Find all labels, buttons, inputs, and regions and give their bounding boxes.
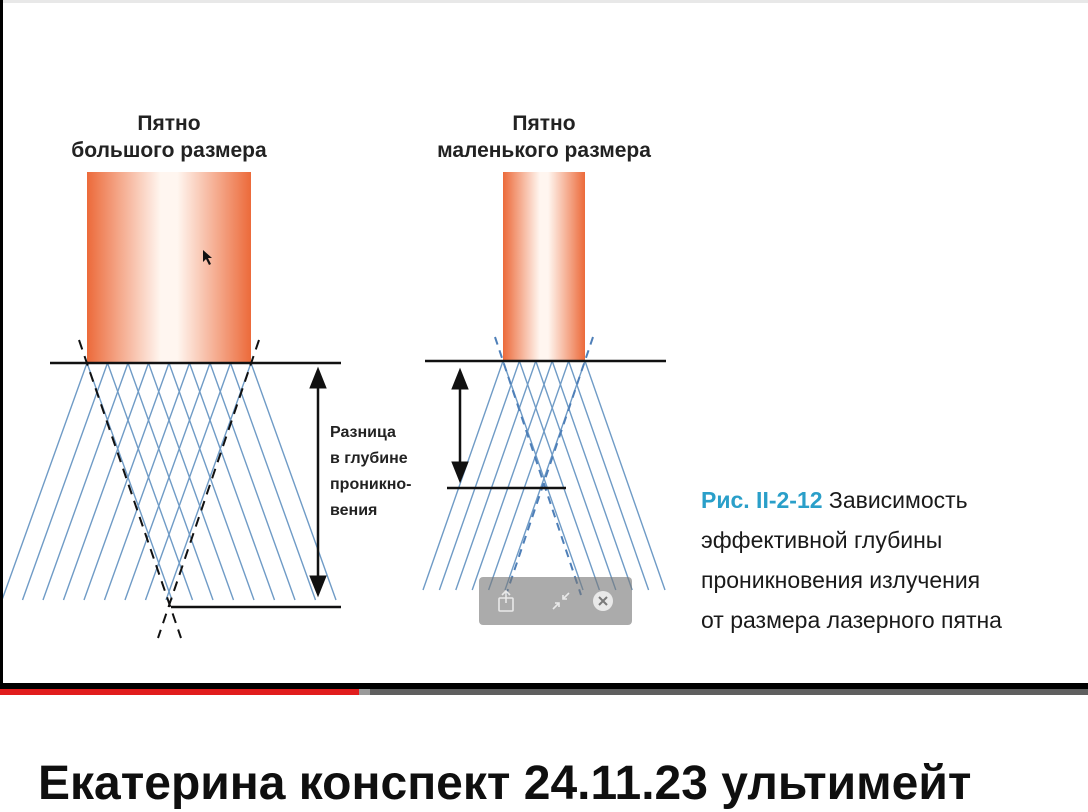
scatter-ray xyxy=(106,363,194,601)
small-spot-title: Пятно маленького размера xyxy=(437,112,651,162)
difference-arrow xyxy=(309,366,327,598)
large-cone-right xyxy=(157,339,260,639)
scatter-ray xyxy=(551,361,633,591)
scatter-ray xyxy=(188,363,276,601)
large-spot-rays xyxy=(3,363,337,601)
player-bottom-bar xyxy=(0,683,1088,692)
scatter-ray xyxy=(504,361,586,591)
scatter-ray xyxy=(124,363,211,601)
scatter-ray xyxy=(21,363,109,601)
scatter-ray xyxy=(168,363,255,601)
small-cone-left xyxy=(494,336,582,596)
scatter-ray xyxy=(144,363,232,601)
scatter-ray xyxy=(487,361,570,591)
diagram xyxy=(3,172,666,639)
progress-played xyxy=(0,689,360,695)
large-spot-title: Пятно большого размера xyxy=(71,112,267,162)
scatter-ray xyxy=(438,361,521,591)
scatter-ray xyxy=(86,363,173,601)
scatter-ray xyxy=(62,363,150,601)
scatter-ray xyxy=(455,361,537,591)
figure-caption: Рис. II-2-12 Зависимость эффективной глу… xyxy=(701,487,1002,633)
scatter-ray xyxy=(103,363,191,601)
close-icon[interactable] xyxy=(591,589,615,613)
top-strip xyxy=(3,0,1088,3)
small-spot-rays xyxy=(422,361,666,591)
scatter-ray xyxy=(165,363,252,601)
scatter-ray xyxy=(518,361,601,591)
scatter-ray xyxy=(147,363,235,601)
pip-overlay-controls xyxy=(479,577,632,625)
scatter-ray xyxy=(209,363,296,601)
large-beam xyxy=(87,172,251,363)
scatter-ray xyxy=(471,361,553,591)
progress-bar[interactable] xyxy=(0,689,1088,695)
video-frame[interactable]: Пятно большого размера Пятно маленького … xyxy=(0,0,1088,683)
scatter-ray xyxy=(127,363,214,601)
large-cone-left xyxy=(78,339,182,639)
video-title[interactable]: Екатерина конспект 24.11.23 ультимейт xyxy=(38,757,972,810)
small-depth-arrow xyxy=(451,367,469,484)
scatter-ray xyxy=(3,363,88,600)
scatter-ray xyxy=(83,363,170,601)
small-cone-right xyxy=(505,336,594,596)
scatter-ray xyxy=(229,363,317,601)
minimize-icon[interactable] xyxy=(549,589,573,613)
scatter-ray xyxy=(535,361,617,591)
scatter-ray xyxy=(567,361,650,591)
figure-ref: Рис. II-2-12 xyxy=(701,487,823,513)
small-beam xyxy=(503,172,585,361)
mouse-cursor xyxy=(203,250,212,265)
share-icon[interactable] xyxy=(494,589,518,613)
scatter-ray xyxy=(502,361,584,591)
difference-label: Разница в глубине проникно- вения xyxy=(330,424,412,519)
scatter-ray xyxy=(250,363,337,601)
scatter-ray xyxy=(584,361,666,591)
scatter-ray xyxy=(42,363,129,601)
